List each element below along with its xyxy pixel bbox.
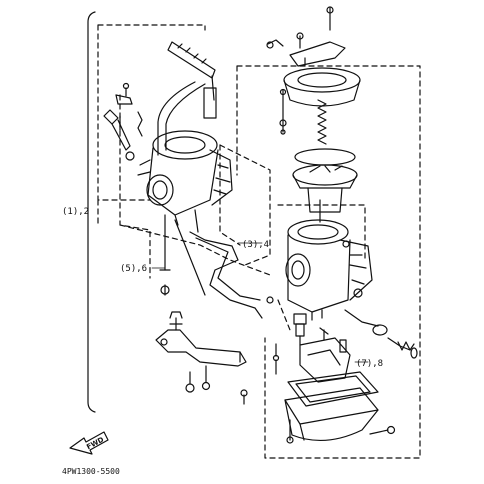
- carburetor-body-right: [285, 199, 373, 321]
- bottom-bolts: [185, 343, 277, 405]
- fwd-arrow-icon: FWD: [69, 431, 109, 455]
- fwd-label: FWD: [85, 435, 105, 451]
- label-group-3-4: (3),4: [242, 240, 269, 250]
- spring: [317, 99, 327, 145]
- breather-hose: [157, 81, 206, 156]
- adjuster-screws-right: [344, 309, 418, 359]
- label-group-5-6: (5),6: [120, 264, 147, 274]
- diaphragm-cover-top: [283, 67, 361, 107]
- left-small-parts: [103, 82, 143, 161]
- carburetor-body-left: [137, 130, 233, 233]
- long-screw-left: [159, 214, 206, 296]
- float-bowl: [284, 387, 379, 444]
- link-pivot: [266, 296, 274, 304]
- float-bowl-gasket: [287, 371, 379, 407]
- group-outline-left-inner: [119, 94, 271, 279]
- diaphragm-ring: [294, 148, 356, 166]
- leader-lines: [151, 242, 369, 363]
- cable-fitting-left: [167, 41, 217, 119]
- cable-bracket-bottom: [155, 311, 247, 367]
- group-outline-3-4: [219, 144, 271, 266]
- piston-valve: [292, 164, 358, 213]
- label-group-1-2: (1),2: [62, 207, 89, 217]
- group-outline-right: [236, 65, 421, 459]
- drain-screw: [369, 425, 396, 435]
- group-outline-left: [97, 24, 206, 227]
- label-group-7-8: (7),8: [356, 359, 383, 369]
- throttle-link-rod: [189, 231, 263, 319]
- throttle-link-rod-2: [195, 237, 261, 301]
- top-screws: [266, 6, 334, 49]
- cable-bracket-top: [289, 41, 346, 67]
- diagram-code: 4PW1300-5500: [62, 467, 120, 476]
- assembly-bracket: [87, 11, 96, 413]
- pilot-jet-parts: [293, 313, 347, 353]
- group-outline-right-inner: [277, 204, 366, 331]
- jet-needle: [279, 88, 287, 135]
